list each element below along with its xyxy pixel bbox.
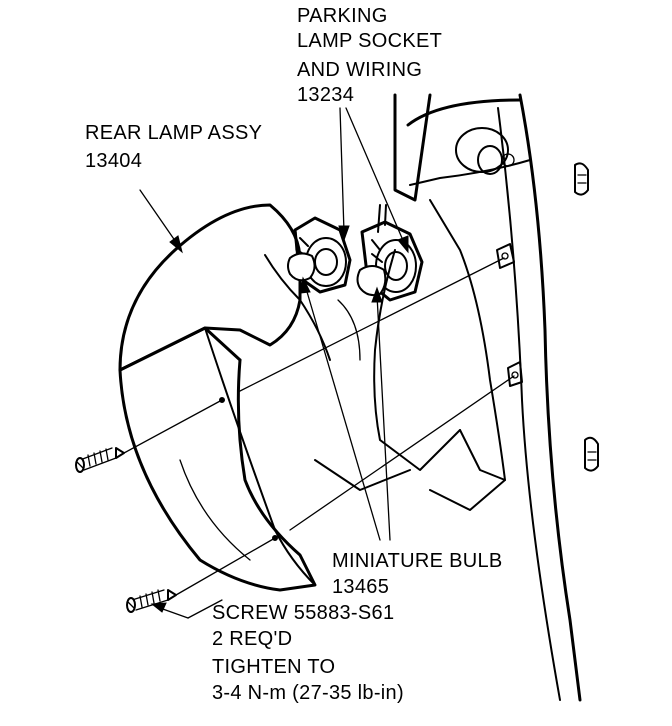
miniature-bulb-label: MINIATURE BULB [332, 550, 503, 572]
screw-upper [75, 447, 125, 473]
parking-lamp-label-line2: LAMP SOCKET [297, 30, 442, 52]
parking-lamp-part-number: 13234 [297, 84, 354, 106]
callout-screw: SCREW 55883-S61 2 REQ'D TIGHTEN TO 3-4 N… [212, 602, 404, 704]
screw-label-line1: SCREW 55883-S61 [212, 602, 394, 624]
leader-lines [139, 107, 409, 619]
alignment-lines [123, 257, 515, 596]
callout-parking-lamp-socket: PARKING LAMP SOCKET AND WIRING 13234 [297, 5, 442, 106]
callout-rear-lamp-assy: REAR LAMP ASSY 13404 [85, 122, 262, 172]
rear-lamp-label: REAR LAMP ASSY [85, 122, 262, 144]
screw-label-line4: 3-4 N-m (27-35 lb-in) [212, 682, 404, 704]
parking-lamp-label-line1: PARKING [297, 5, 388, 27]
vehicle-body-panel [314, 93, 599, 702]
miniature-bulb-part-number: 13465 [332, 576, 389, 598]
miniature-bulb-right [356, 265, 387, 297]
callout-miniature-bulb: MINIATURE BULB 13465 [332, 550, 503, 598]
parking-lamp-label-line3: AND WIRING [297, 59, 422, 81]
rear-lamp-part-number: 13404 [85, 150, 142, 172]
screw-lower [126, 589, 177, 613]
rear-lamp-assembly [118, 203, 331, 592]
screw-label-line2: 2 REQ'D [212, 628, 292, 650]
miniature-bulb-left [287, 252, 316, 282]
screw-label-line3: TIGHTEN TO [212, 656, 335, 678]
